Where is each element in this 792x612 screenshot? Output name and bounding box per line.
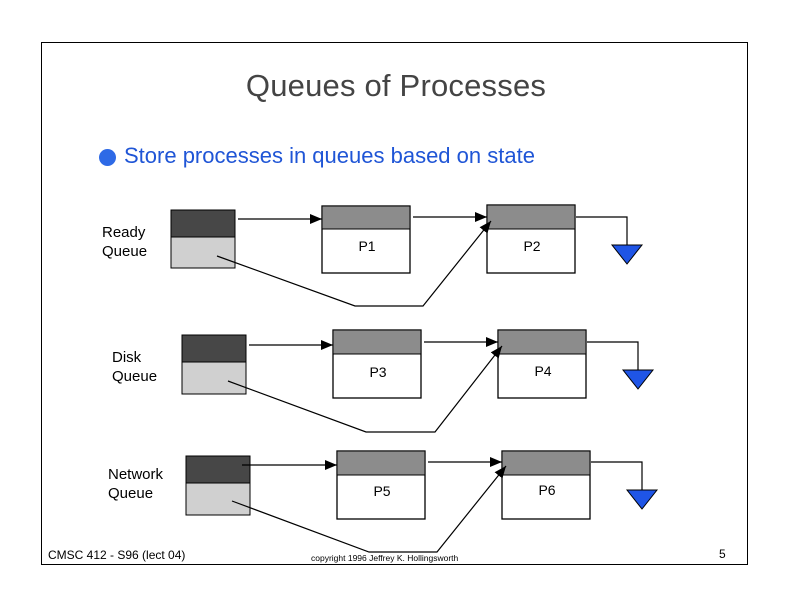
process-label: P5 [373,483,390,499]
queue-tail-block [181,361,247,395]
pcb-box: P2 [486,204,576,274]
pcb-box: P5 [336,450,426,520]
queue-row-ready: P1 P2 [170,204,644,307]
queue-head-block [181,334,247,363]
queue-label-disk: Disk Queue [112,348,157,386]
page-number: 5 [719,547,726,561]
queue-label-line2: Queue [112,368,158,385]
footer-course: CMSC 412 - S96 (lect 04) [48,548,186,562]
null-pointer-line [576,216,628,245]
null-pointer-line [591,461,643,490]
null-pointer-line [587,341,639,370]
queue-label-line2: Queue [108,485,154,502]
queue-tail-block [185,482,251,516]
bullet-text: Store processes in queues based on state [124,143,535,168]
tail-pointer-arrow [231,465,507,553]
null-ground-icon [621,369,655,390]
queue-row-disk: P3 P4 [181,329,655,433]
null-ground-icon [625,489,659,510]
queue-label-line2: Queue [102,243,148,260]
queue-row-network: P5 P6 [185,450,659,553]
slide-title: Queues of Processes [245,68,547,103]
process-label: P2 [523,238,540,254]
queue-head-block [170,209,236,238]
tail-pointer-arrow [227,345,503,433]
pcb-box: P1 [321,205,411,274]
pcb-box: P4 [497,329,587,399]
process-label: P1 [358,238,375,254]
queue-tail-block [170,236,236,269]
process-label: P3 [369,364,386,380]
footer-copyright: copyright 1996 Jeffrey K. Hollingsworth [311,553,459,563]
slide-frame [41,42,748,565]
bullet-icon [99,149,116,166]
queue-label-network: Network Queue [108,465,163,503]
process-label: P4 [534,363,551,379]
queue-head-block [185,455,251,484]
queue-label-line1: Ready [102,224,146,241]
queue-label-line1: Network [108,466,164,483]
process-label: P6 [538,482,555,498]
pcb-box: P3 [332,329,422,399]
null-ground-icon [610,244,644,265]
tail-pointer-arrow [216,220,492,307]
queue-label-line1: Disk [112,349,142,366]
pcb-box: P6 [501,450,591,520]
queue-label-ready: Ready Queue [102,223,147,261]
